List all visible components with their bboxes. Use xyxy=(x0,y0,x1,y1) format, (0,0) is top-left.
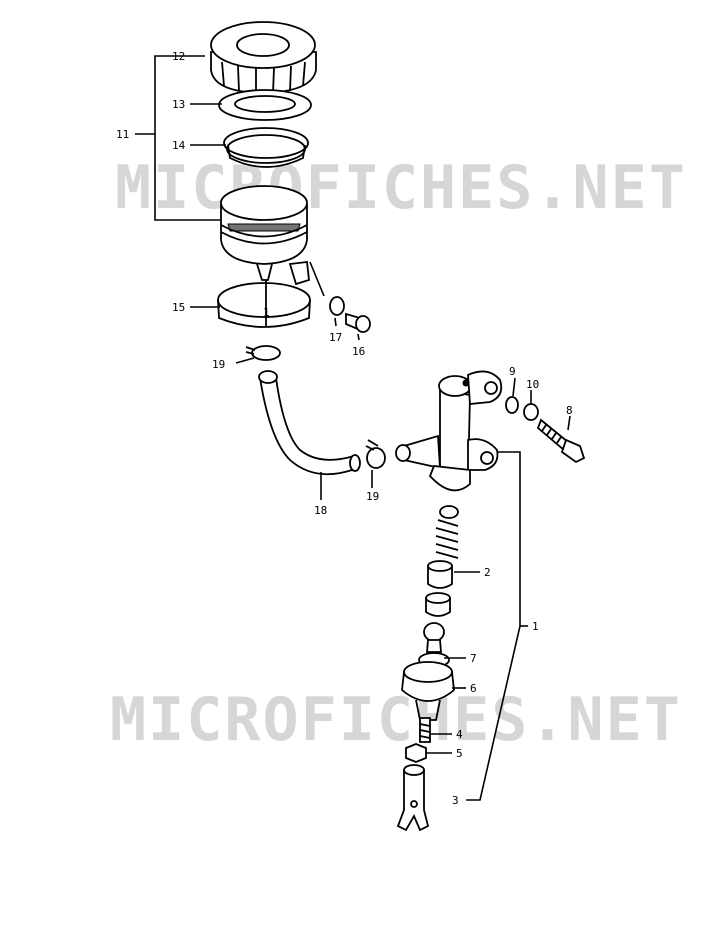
washer-17 xyxy=(329,296,345,316)
diaphragm-plate xyxy=(218,89,312,121)
bolt-16 xyxy=(345,312,371,333)
callout-3: 3 xyxy=(452,794,459,807)
spring-piston xyxy=(425,505,459,617)
bolt-8 xyxy=(536,418,586,464)
watermark-top: MICROFICHES.NET xyxy=(115,153,687,223)
callout-19-bottom: 19 xyxy=(366,490,379,503)
callout-18: 18 xyxy=(314,504,327,517)
callout-1: 1 xyxy=(532,620,539,633)
callout-12: 12 xyxy=(172,50,185,63)
callout-13: 13 xyxy=(172,98,185,111)
hose-clip-bottom xyxy=(365,439,386,469)
bracket-mark: 1 xyxy=(263,306,270,319)
clevis-3 xyxy=(396,764,430,832)
leader-lines xyxy=(135,55,571,801)
callout-11: 11 xyxy=(116,128,129,141)
callout-9: 9 xyxy=(509,365,516,378)
callout-15: 15 xyxy=(172,301,185,314)
callout-5: 5 xyxy=(456,747,463,760)
reservoir-cap xyxy=(210,21,317,94)
callout-19-top: 19 xyxy=(212,358,225,371)
callout-8: 8 xyxy=(566,404,573,417)
washer-10 xyxy=(523,403,539,421)
callout-4: 4 xyxy=(456,728,463,741)
pushrod-4 xyxy=(419,717,431,743)
callout-10: 10 xyxy=(526,378,539,391)
reservoir-body xyxy=(220,185,308,281)
callout-6: 6 xyxy=(470,682,477,695)
master-cylinder-body xyxy=(395,370,503,492)
diaphragm xyxy=(223,127,309,168)
watermark-bottom: MICROFICHES.NET xyxy=(110,685,682,755)
callout-16: 16 xyxy=(352,345,365,358)
callout-14: 14 xyxy=(172,139,186,152)
hose xyxy=(258,370,361,476)
callout-labels: 12 13 14 11 15 17 16 19 18 19 9 10 8 2 1… xyxy=(116,50,573,807)
callout-2: 2 xyxy=(484,566,491,579)
washer-9 xyxy=(505,396,519,414)
callout-7: 7 xyxy=(470,652,477,665)
reservoir-bracket xyxy=(217,261,311,328)
locknut-5 xyxy=(405,743,427,763)
pushrod-assembly xyxy=(401,622,455,721)
hose-clip-top xyxy=(245,345,281,361)
callout-17: 17 xyxy=(329,331,342,344)
